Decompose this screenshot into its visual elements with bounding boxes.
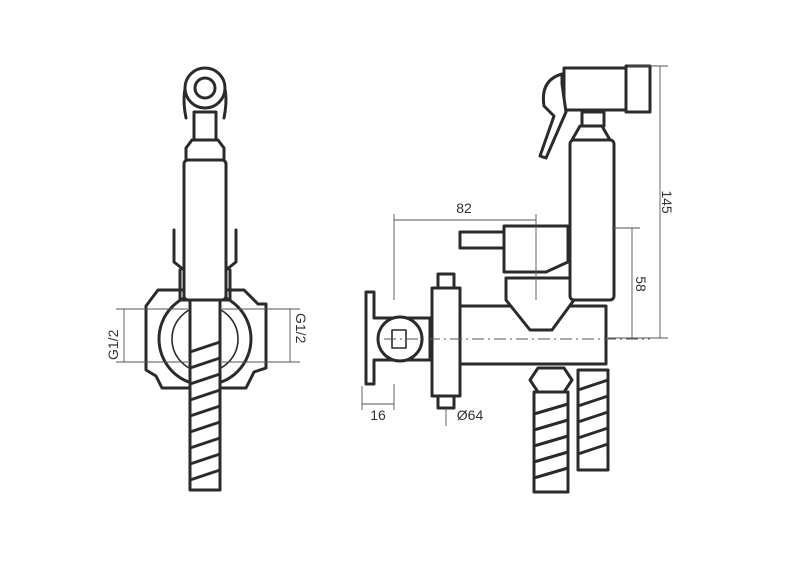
dim-thread-right: G1/2 xyxy=(293,313,309,344)
front-neck xyxy=(184,138,226,162)
side-hex-nut xyxy=(528,366,574,394)
dim-wall-depth: 16 xyxy=(370,407,386,423)
side-flange-bottom xyxy=(436,394,456,410)
dim-thread-left: G1/2 xyxy=(105,329,121,360)
side-flange-top xyxy=(436,272,456,290)
side-view xyxy=(361,64,668,494)
dim-16-lines xyxy=(361,384,395,410)
side-hose-spiral xyxy=(532,378,610,480)
side-neck xyxy=(570,124,612,142)
side-head-tip xyxy=(624,64,652,114)
front-nozzle xyxy=(193,76,217,100)
side-wall-flange xyxy=(430,286,462,398)
dim-58-lines xyxy=(612,227,640,338)
dim-flange-diameter: Ø64 xyxy=(457,407,484,423)
front-handle xyxy=(182,158,228,302)
side-lever xyxy=(458,230,510,250)
dim-total-height: 145 xyxy=(659,190,675,214)
dim-thread-right-lines xyxy=(222,308,300,363)
front-neck-ring xyxy=(192,110,218,142)
side-handle xyxy=(568,138,616,302)
dim-145-lines xyxy=(608,65,668,339)
front-hose-spiral xyxy=(188,340,222,482)
dim-82-lines xyxy=(393,214,537,300)
side-head xyxy=(562,66,628,112)
side-trigger xyxy=(538,72,568,160)
dim-thread-left-lines xyxy=(116,308,188,363)
dim-spout-length: 82 xyxy=(456,200,472,216)
side-neck-ring xyxy=(580,110,606,128)
front-wall-flange xyxy=(144,288,268,390)
front-clip-right xyxy=(224,228,238,272)
front-clip-left xyxy=(172,228,186,272)
front-view xyxy=(116,66,300,492)
front-head xyxy=(183,66,227,110)
dim-outlet-height: 58 xyxy=(633,276,649,292)
